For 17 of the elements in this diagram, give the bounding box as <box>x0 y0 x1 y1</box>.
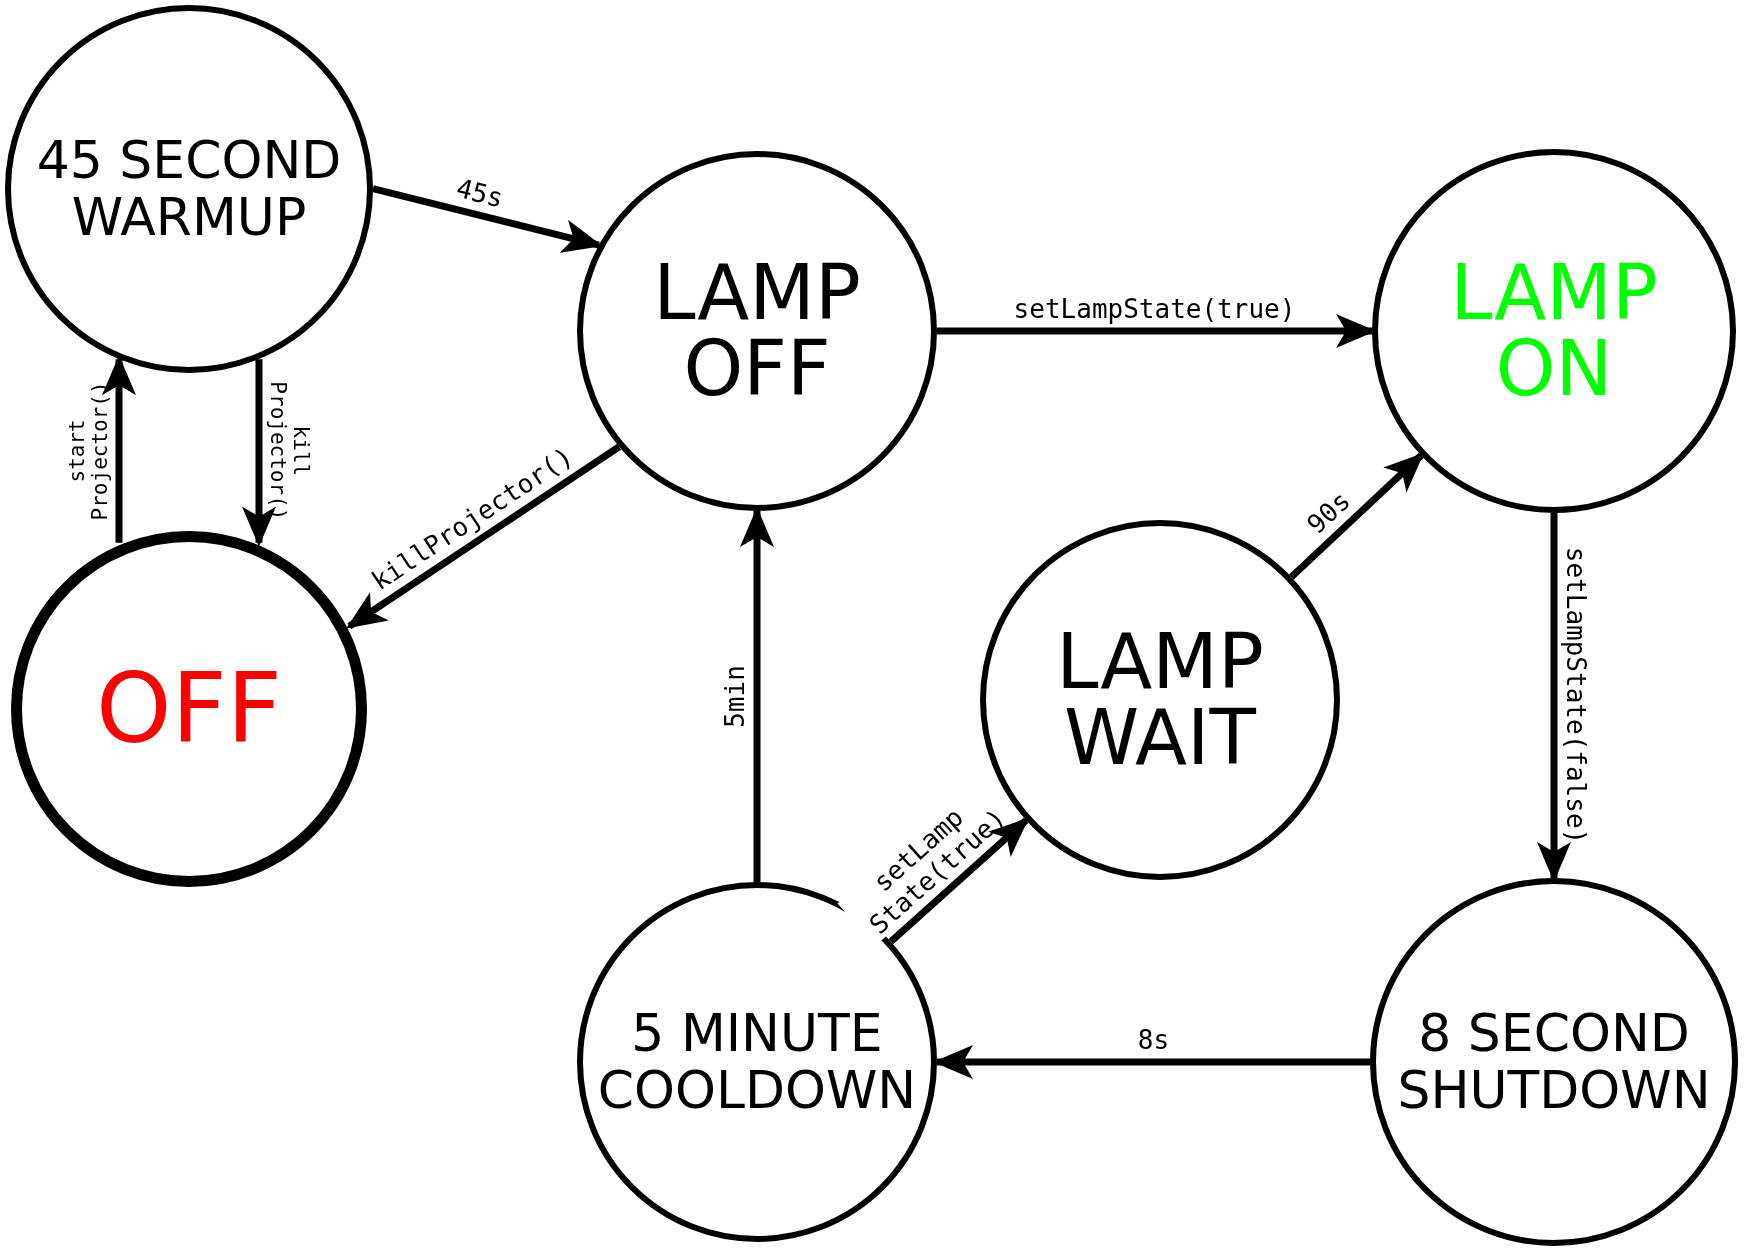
transition-arrow <box>1289 452 1425 580</box>
transition-arrow <box>1537 513 1571 882</box>
transition-arrow <box>888 817 1030 945</box>
state-name: LAMP WAIT <box>1055 624 1265 776</box>
transition-arrow <box>933 1045 1370 1079</box>
transition-arrow <box>740 507 774 882</box>
state-name: OFF <box>96 661 282 757</box>
state-name: 8 SECOND SHUTDOWN <box>1396 1004 1712 1120</box>
transition-arrow <box>102 355 136 543</box>
state-name: 45 SECOND WARMUP <box>35 131 343 247</box>
state-name: LAMP ON <box>1449 255 1659 407</box>
state-name: LAMP OFF <box>652 255 862 407</box>
transition-arrow <box>937 314 1376 348</box>
transition-arrow <box>372 185 603 253</box>
state-name: 5 MINUTE COOLDOWN <box>596 1004 918 1120</box>
transition-arrow <box>242 359 276 547</box>
transition-arrow <box>346 443 622 630</box>
